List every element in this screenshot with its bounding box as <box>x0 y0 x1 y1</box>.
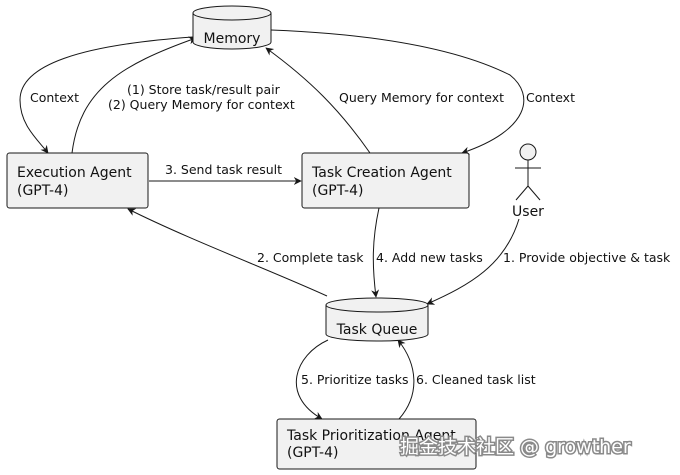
edge-label-query-memory: (2) Query Memory for context <box>108 97 295 112</box>
execution-agent-model: (GPT-4) <box>17 183 68 199</box>
edge-execution-to-creation: 3. Send task result <box>149 162 302 185</box>
memory-node: Memory <box>192 5 272 50</box>
edge-label-add-new-tasks: 4. Add new tasks <box>376 250 483 265</box>
task-queue-node: Task Queue <box>325 297 429 342</box>
edge-user-to-queue: 1. Provide objective & task <box>426 218 671 305</box>
edge-label-cleaned-task-list: 6. Cleaned task list <box>416 372 536 387</box>
edge-label-context-left: Context <box>30 90 79 105</box>
user-icon <box>515 143 541 201</box>
task-prioritization-agent-title: Task Prioritization Agent <box>286 428 456 444</box>
user-actor: User <box>512 143 544 220</box>
edge-memory-to-creation: Context <box>270 29 575 155</box>
task-prioritization-agent-model: (GPT-4) <box>287 445 338 461</box>
edge-prioritization-to-queue: 6. Cleaned task list <box>397 339 536 420</box>
edge-execution-to-memory: (1) Store task/result pair (2) Query Mem… <box>71 36 295 154</box>
edge-queue-to-execution: 2. Complete task <box>127 208 364 297</box>
edge-label-provide-objective: 1. Provide objective & task <box>503 250 671 265</box>
task-prioritization-agent-node: Task Prioritization Agent (GPT-4) <box>276 418 477 470</box>
watermark-text: 掘金技术社区 @ growther <box>400 436 631 458</box>
task-creation-agent-node: Task Creation Agent (GPT-4) <box>301 152 470 209</box>
execution-agent-node: Execution Agent (GPT-4) <box>6 152 149 209</box>
task-queue-label: Task Queue <box>336 322 418 338</box>
edge-label-query-memory-context: Query Memory for context <box>339 90 504 105</box>
edge-memory-to-execution: Context <box>19 36 194 154</box>
edge-creation-to-memory: Query Memory for context <box>265 47 504 154</box>
user-label: User <box>512 204 544 220</box>
task-creation-agent-title: Task Creation Agent <box>311 165 452 181</box>
edge-label-store-task: (1) Store task/result pair <box>127 82 281 97</box>
edge-label-context-right: Context <box>526 90 575 105</box>
edge-queue-to-prioritization: 5. Prioritize tasks <box>295 339 409 420</box>
memory-label: Memory <box>204 31 261 47</box>
edge-label-prioritize-tasks: 5. Prioritize tasks <box>301 372 409 387</box>
task-creation-agent-model: (GPT-4) <box>312 183 363 199</box>
edge-label-send-task-result: 3. Send task result <box>165 162 282 177</box>
edge-label-complete-task: 2. Complete task <box>257 250 364 265</box>
execution-agent-title: Execution Agent <box>17 165 132 181</box>
edge-creation-to-queue: 4. Add new tasks <box>371 207 483 298</box>
